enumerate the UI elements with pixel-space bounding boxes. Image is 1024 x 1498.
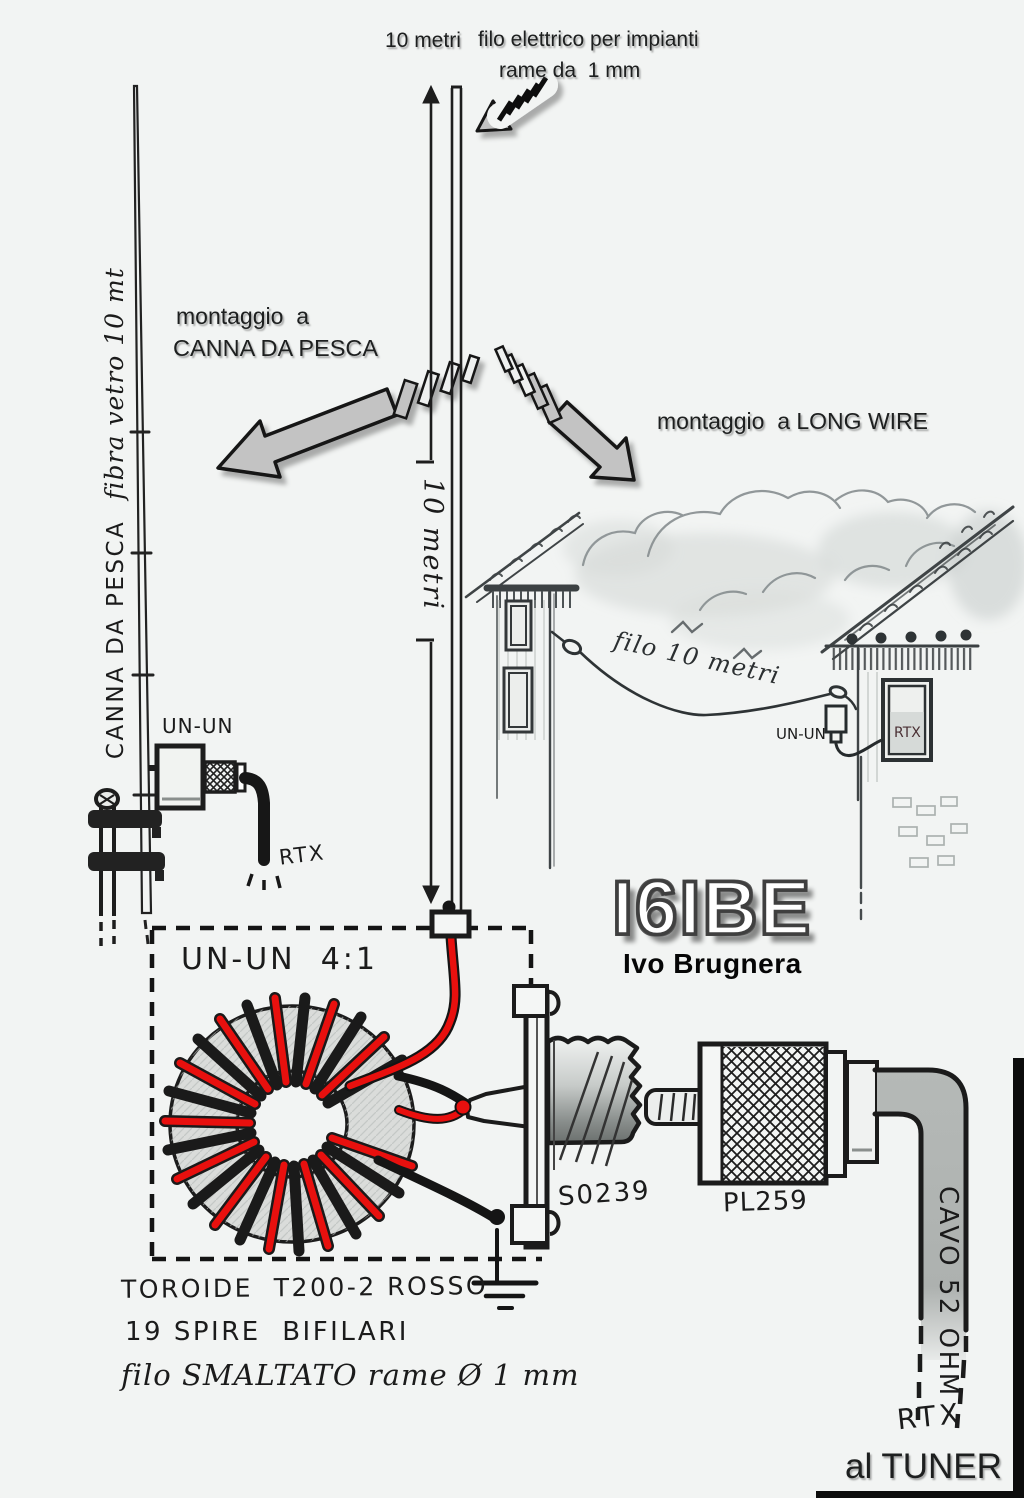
label-unun-right: UN-UN xyxy=(776,725,826,743)
so239-connector xyxy=(454,984,643,1250)
label-mount-rod-1: montaggio a xyxy=(176,303,309,329)
label-wire-type-1: filo elettrico per impianti xyxy=(478,28,699,51)
ground-icon xyxy=(471,1228,539,1310)
arrow-wire-pointer-icon xyxy=(475,72,558,133)
pl259-connector xyxy=(644,1041,879,1186)
left-house xyxy=(464,511,584,870)
antenna-wire xyxy=(450,85,463,912)
label-rod: CANNA DA PESCA fibra vetro 10 mt xyxy=(84,267,130,768)
label-al-tuner: al TUNER xyxy=(845,1447,1002,1486)
label-rtx-right: RTX xyxy=(894,725,921,741)
houses-scene xyxy=(464,489,1024,921)
label-wire-type-2: rame da 1 mm xyxy=(499,59,641,82)
arrow-longwire-pointer-icon xyxy=(493,344,636,482)
label-mount-longwire: montaggio a LONG WIRE xyxy=(657,408,928,434)
right-house xyxy=(820,505,1015,921)
label-note-toroide: TOROIDE T200-2 ROSSO xyxy=(120,1271,489,1304)
label-cavo: CAVO 52 OHM xyxy=(933,1186,963,1398)
wire-terminal-block xyxy=(429,900,472,939)
label-rod-canna: CANNA DA PESCA xyxy=(103,519,130,760)
longwire-span xyxy=(550,630,858,717)
callsign-title: I6IBE xyxy=(610,866,813,952)
label-unun-left: UN-UN xyxy=(162,714,234,738)
label-rtx-bottom: RTX xyxy=(895,1396,965,1437)
scan-edge xyxy=(816,1058,1024,1498)
coax-cable xyxy=(872,1067,969,1429)
author-name: Ivo Brugnera xyxy=(623,948,802,979)
unun-right-box xyxy=(824,704,884,921)
bird-marks xyxy=(670,620,763,660)
center-pin-red xyxy=(454,1098,472,1116)
toroid xyxy=(159,992,418,1257)
label-pl259: PL259 xyxy=(722,1185,809,1219)
arrow-fishing-pointer-icon xyxy=(216,353,481,479)
label-note-filo: filo SMALTATO rame Ø 1 mm xyxy=(121,1358,580,1392)
measure-line xyxy=(416,84,440,905)
label-note-spire: 19 SPIRE BIFILARI xyxy=(125,1317,409,1347)
label-mount-rod-2: CANNA DA PESCA xyxy=(173,335,379,361)
label-unun-ratio: UN-UN 4:1 xyxy=(181,942,378,977)
label-wire-length-top: 10 metri xyxy=(385,29,461,52)
fishing-rod xyxy=(129,84,156,945)
label-rod-fibra: fibra vetro 10 mt xyxy=(100,267,130,500)
winding-red xyxy=(161,994,416,1253)
rod-mount xyxy=(88,788,165,946)
unun-left-box xyxy=(148,743,282,890)
label-so239: S0239 xyxy=(557,1175,652,1213)
feed-wire-red xyxy=(346,933,459,1090)
brick-marks xyxy=(892,796,968,868)
label-wire-length-vertical: 10 metri xyxy=(417,478,448,611)
